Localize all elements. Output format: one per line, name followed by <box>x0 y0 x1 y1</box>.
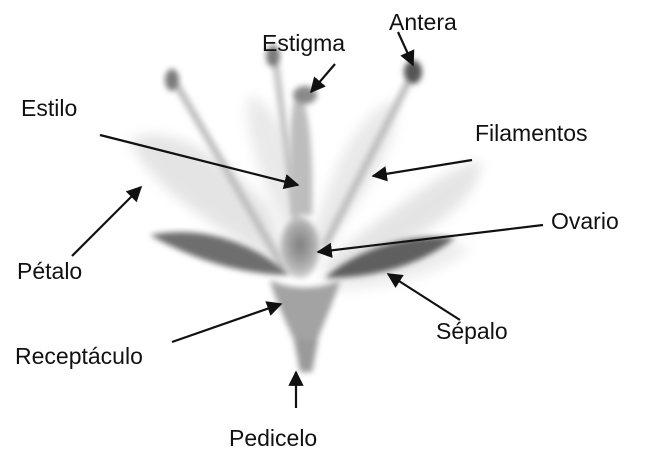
label-petalo: Pétalo <box>17 260 82 283</box>
label-pedicelo: Pedicelo <box>229 427 317 450</box>
receptacle-shape <box>270 280 340 345</box>
label-estigma: Estigma <box>262 32 345 55</box>
label-ovario: Ovario <box>551 210 619 233</box>
label-filamentos: Filamentos <box>475 122 587 145</box>
anther-left <box>165 69 179 91</box>
label-receptaculo: Receptáculo <box>15 345 143 368</box>
arrow-antera <box>398 32 413 65</box>
arrow-sepalo <box>388 274 460 320</box>
receptacle-pedicel <box>270 280 340 372</box>
arrow-petalo <box>72 187 141 256</box>
arrow-receptaculo <box>172 304 281 342</box>
ovary-shape <box>280 218 320 278</box>
label-estilo: Estilo <box>21 97 77 120</box>
label-antera: Antera <box>389 11 457 34</box>
pedicel-shape <box>294 340 318 372</box>
label-sepalo: Sépalo <box>436 320 508 343</box>
style-shape <box>290 95 312 215</box>
arrow-estigma <box>311 64 335 92</box>
